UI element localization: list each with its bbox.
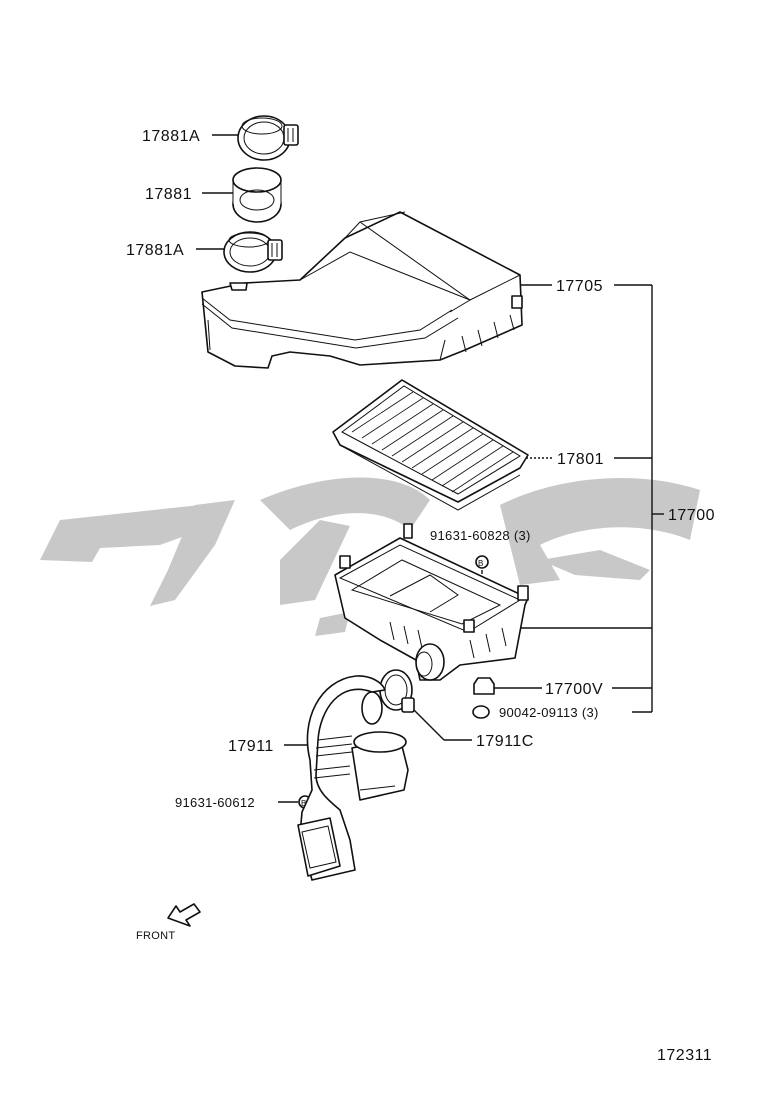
inlet-hose-drawing: [297, 675, 409, 881]
label-bolt-inlet: 91631-60612: [175, 795, 255, 810]
cap-drawing: [201, 211, 523, 369]
label-grommet: 90042-09113 (3): [499, 705, 599, 720]
case-drawing: [334, 523, 529, 681]
svg-text:B: B: [478, 559, 484, 568]
label-cap-sub-assy: 17705: [556, 278, 603, 295]
inlet-clamp-drawing: [379, 669, 415, 713]
label-element: 17801: [557, 451, 604, 468]
clamp-upper-drawing: [237, 115, 299, 161]
label-bolt-top: 91631-60828 (3): [430, 528, 531, 543]
label-front: FRONT: [136, 930, 175, 942]
watermark: [40, 477, 700, 636]
label-inlet-clamp: 17911C: [476, 733, 534, 750]
label-case: 17700V: [545, 681, 603, 698]
diagram-number: 172311: [657, 1047, 712, 1064]
front-arrow-icon: [167, 903, 201, 927]
part-labels: 17881A 17881 17881A 17705 17801 17700 91…: [126, 128, 715, 1064]
label-hose-short: 17881: [145, 186, 192, 203]
label-clamp-lower: 17881A: [126, 242, 184, 259]
label-clamp-upper: 17881A: [142, 128, 200, 145]
label-inlet-hose: 17911: [228, 738, 274, 755]
clamp-lower-drawing: [223, 231, 283, 273]
hose-short-drawing: [232, 167, 282, 223]
element-drawing: [332, 379, 529, 511]
leader-lines: [196, 134, 664, 803]
svg-text:B: B: [301, 799, 307, 808]
label-cleaner-assy: 17700: [668, 507, 715, 524]
